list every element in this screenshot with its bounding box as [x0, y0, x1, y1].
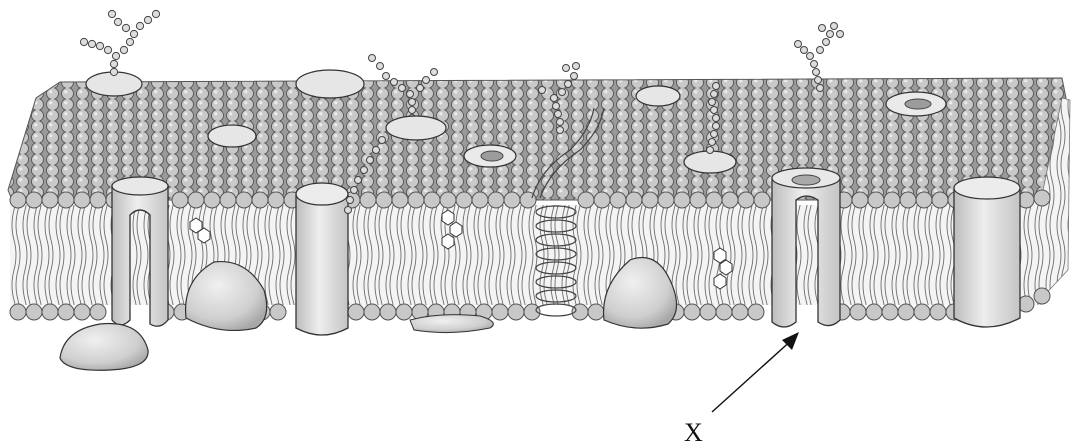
- label-x-arrow: [712, 338, 794, 412]
- peripheral-protein-bottom-left: [60, 324, 148, 371]
- surface-protein-top-2: [386, 116, 446, 140]
- surface-protein-top-3: [208, 125, 256, 147]
- label-x: X: [684, 418, 703, 446]
- transmembrane-protein-right: [954, 177, 1020, 327]
- ring-protein-right: [886, 92, 946, 116]
- peripheral-protein-flat: [410, 315, 493, 333]
- ring-protein-center: [464, 145, 516, 167]
- surface-protein-top-1: [296, 70, 364, 98]
- surface-protein-top-4: [636, 86, 680, 106]
- transmembrane-protein-cylinder: [296, 183, 348, 335]
